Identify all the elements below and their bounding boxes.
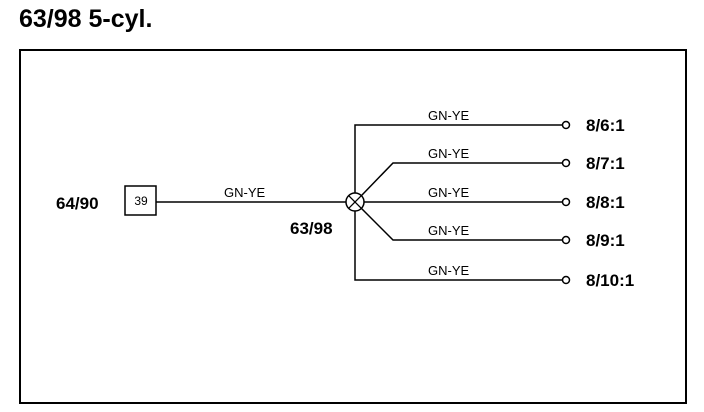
branch-wires: GN-YE8/6:1GN-YE8/7:1GN-YE8/8:1GN-YE8/9:1… [354,108,634,290]
branch-wire [354,124,563,193]
branch-destination-label: 8/9:1 [586,231,625,250]
connector-pin-number: 39 [134,194,148,208]
branch-wire [354,211,563,281]
terminal-icon [561,197,571,207]
splice-icon [345,192,365,212]
connector-pin-box [124,185,157,216]
branch-destination-label: 8/8:1 [586,193,625,212]
page-title: 63/98 5-cyl. [19,5,153,33]
branch-wire-color-label: GN-YE [428,108,470,123]
branch-wire-color-label: GN-YE [428,146,470,161]
branch-wire-color-label: GN-YE [428,223,470,238]
splice-label: 63/98 [290,219,333,238]
diagram-frame [19,49,687,404]
terminal-icon [561,158,571,168]
main-wire-color-label: GN-YE [224,185,266,200]
terminal-icon [561,235,571,245]
branch-wire [360,207,563,241]
branch-wire [360,162,563,197]
branch-wire-color-label: GN-YE [428,185,470,200]
source-component-label: 64/90 [56,194,99,213]
branch-destination-label: 8/7:1 [586,154,625,173]
terminal-icon [561,120,571,130]
branch-wire-color-label: GN-YE [428,263,470,278]
branch-destination-label: 8/6:1 [586,116,625,135]
terminal-icon [561,275,571,285]
branch-destination-label: 8/10:1 [586,271,634,290]
